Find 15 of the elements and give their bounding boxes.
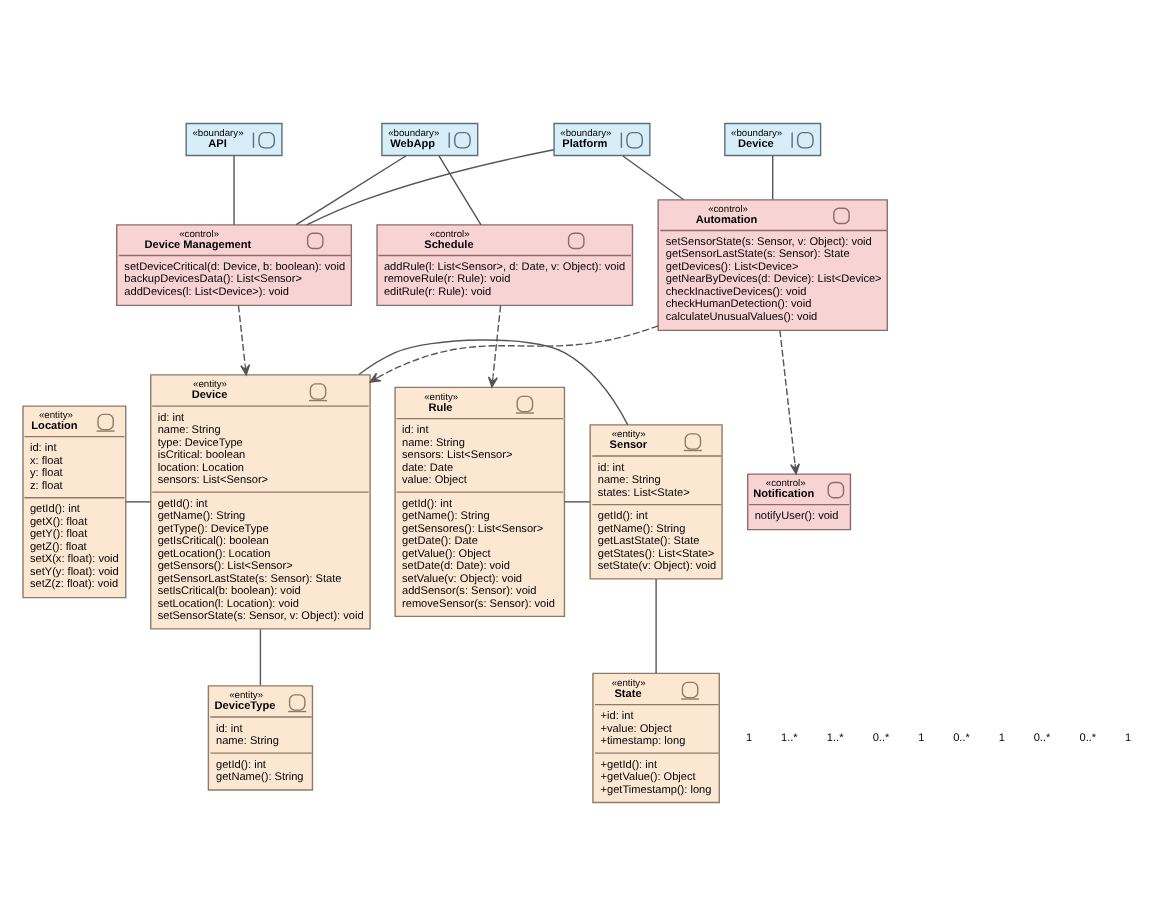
connector: [563, 500, 591, 502]
arrow: [237, 304, 251, 375]
connector: [306, 148, 555, 225]
connector: [295, 154, 407, 225]
connector: [125, 500, 152, 502]
connector: [358, 338, 629, 425]
connector: [655, 577, 657, 673]
arrow: [487, 304, 502, 387]
connector: [772, 154, 774, 200]
connector: [259, 627, 262, 685]
arrow: [369, 324, 659, 382]
connector: [233, 154, 235, 225]
connector: [438, 154, 482, 225]
connector: [622, 154, 685, 200]
arrow: [779, 328, 801, 474]
